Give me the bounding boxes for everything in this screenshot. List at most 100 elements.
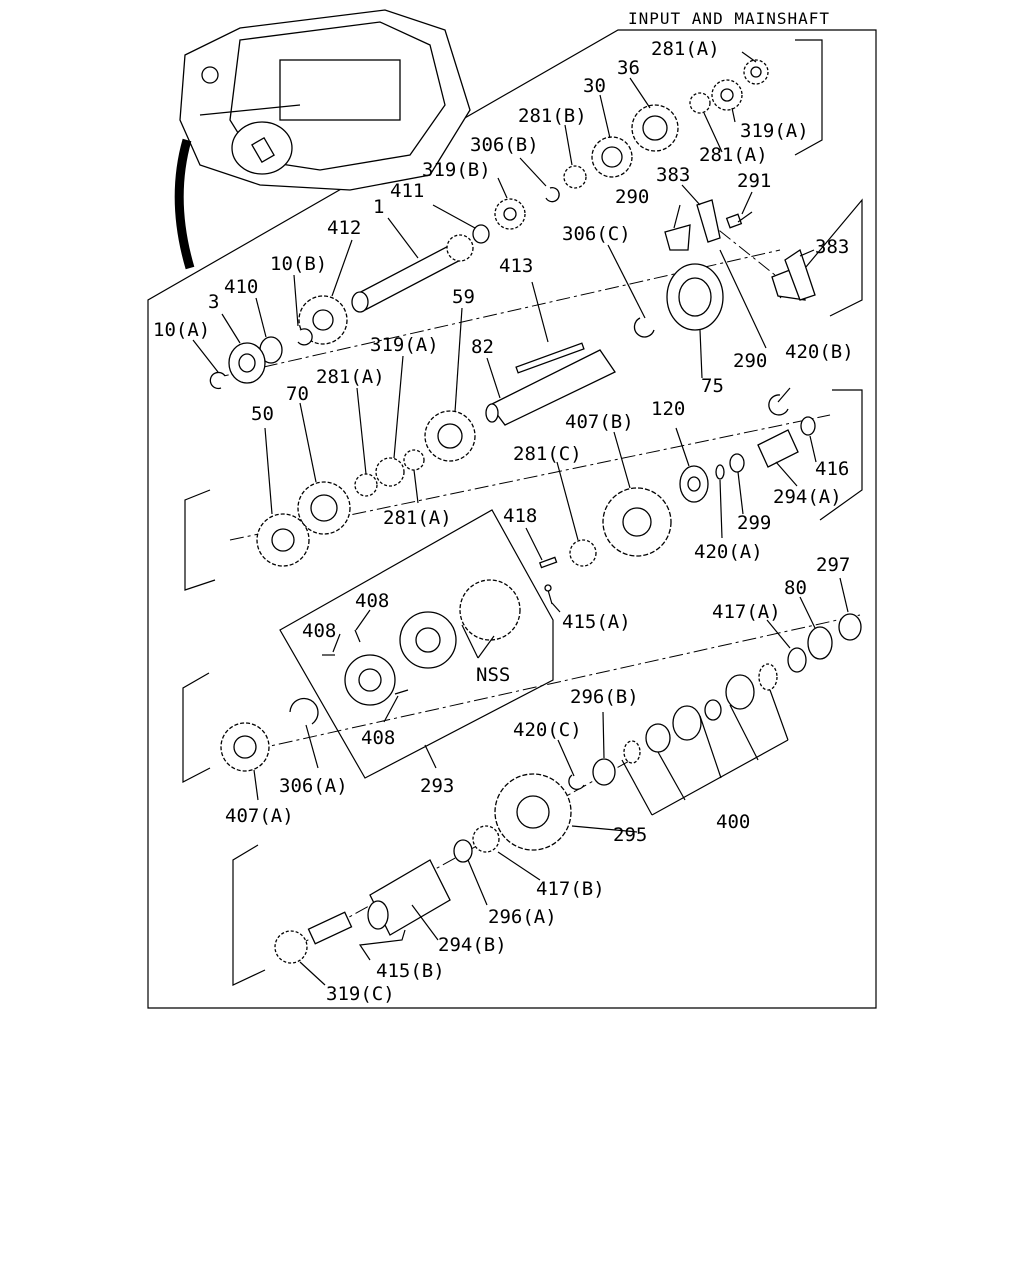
- washer-416: [800, 416, 816, 436]
- callout-408-bot: 408: [361, 727, 395, 749]
- gear-30: [591, 136, 633, 178]
- callout-417b: 417(B): [536, 878, 605, 900]
- callout-labels: 281(A) 36 30 281(B) 319(A) 281(A) 306(B)…: [153, 38, 854, 1005]
- gear-70: [297, 481, 351, 535]
- callout-410: 410: [224, 276, 258, 298]
- callout-82: 82: [471, 336, 494, 358]
- bearing-411: [472, 224, 490, 244]
- callout-80: 80: [784, 577, 807, 599]
- countershaft-294b: [367, 859, 451, 936]
- callout-408-left: 408: [302, 620, 336, 642]
- callout-281a-top2: 281(A): [699, 144, 768, 166]
- gear-319a-top: [711, 79, 743, 111]
- gear-319c: [274, 930, 308, 964]
- input-shaft-1: [351, 234, 474, 313]
- shaft-415b: [307, 911, 353, 945]
- race-400b: [725, 674, 755, 710]
- pin-415a: [544, 584, 553, 605]
- callout-383-top: 383: [656, 164, 690, 186]
- washer-296b: [592, 758, 616, 786]
- gear-281b: [563, 165, 587, 189]
- callout-296a: 296(A): [488, 906, 557, 928]
- callout-294b: 294(B): [438, 934, 507, 956]
- pin-408: [322, 629, 409, 695]
- callout-306c: 306(C): [562, 223, 631, 245]
- gear-295: [494, 773, 572, 851]
- callout-407a: 407(A): [225, 805, 294, 827]
- callout-281a-top: 281(A): [651, 38, 720, 60]
- gear-407b: [602, 487, 672, 557]
- callout-nss: NSS: [476, 664, 510, 686]
- bearing-80: [807, 626, 833, 660]
- gear-319b: [494, 198, 526, 230]
- callout-293: 293: [420, 775, 454, 797]
- callout-306b: 306(B): [470, 134, 539, 156]
- snap-ring-306a: [289, 697, 319, 725]
- callout-299: 299: [737, 512, 771, 534]
- callout-416: 416: [815, 458, 849, 480]
- callout-50: 50: [251, 403, 274, 425]
- snap-ring-306b: [545, 187, 560, 203]
- callout-415a: 415(A): [562, 611, 631, 633]
- callout-59: 59: [452, 286, 475, 308]
- bearing-400a: [758, 663, 778, 691]
- pin-418: [538, 556, 558, 569]
- callout-295: 295: [613, 824, 647, 846]
- callout-319b: 319(B): [422, 159, 491, 181]
- gear-36: [631, 104, 679, 152]
- callout-10a: 10(A): [153, 319, 210, 341]
- callout-306a: 306(A): [279, 775, 348, 797]
- callout-290-top: 290: [615, 186, 649, 208]
- guide-lines: [182, 39, 863, 986]
- gear-281a-top2: [689, 92, 711, 114]
- callout-383-right: 383: [815, 236, 849, 258]
- ring-420c: [568, 774, 585, 790]
- callout-3: 3: [208, 291, 219, 313]
- callout-291: 291: [737, 170, 771, 192]
- shift-fork-383-right: [784, 248, 816, 301]
- ring-10b: [297, 328, 313, 346]
- bearing-75: [666, 263, 724, 331]
- synchro-assembly-293: [344, 579, 521, 706]
- diagram-frame: [147, 29, 877, 1009]
- washer-299: [729, 453, 745, 473]
- callout-400: 400: [716, 811, 750, 833]
- mainshaft-82: [485, 342, 616, 426]
- race-417a: [787, 647, 807, 673]
- leader-lines: [192, 51, 849, 986]
- gear-281a-mid: [354, 473, 378, 497]
- gear-50: [256, 513, 310, 567]
- callout-10b: 10(B): [270, 253, 327, 275]
- callout-408-top: 408: [355, 590, 389, 612]
- callout-319a-top: 319(A): [740, 120, 809, 142]
- callout-70: 70: [286, 383, 309, 405]
- bearing-120: [679, 465, 709, 503]
- ring-420a: [715, 464, 725, 480]
- callout-415b: 415(B): [376, 960, 445, 982]
- callout-412: 412: [327, 217, 361, 239]
- gear-319a-mid: [375, 457, 405, 487]
- callout-296b: 296(B): [570, 686, 639, 708]
- bearing-417b: [472, 825, 500, 853]
- callout-420b: 420(B): [785, 341, 854, 363]
- parts: [209, 59, 862, 964]
- ring-10a: [209, 371, 226, 390]
- callout-281b: 281(B): [518, 105, 587, 127]
- callout-413: 413: [499, 255, 533, 277]
- race-400d: [672, 705, 702, 741]
- callout-420a: 420(A): [694, 541, 763, 563]
- callout-420c: 420(C): [513, 719, 582, 741]
- callout-290-mid: 290: [733, 350, 767, 372]
- shoe-290-top: [664, 224, 691, 251]
- callout-75: 75: [701, 375, 724, 397]
- callout-281a-mid: 281(A): [316, 366, 385, 388]
- gear-407a: [220, 722, 270, 772]
- callout-319c: 319(C): [326, 983, 395, 1005]
- callout-418: 418: [503, 505, 537, 527]
- gear-281a-top: [743, 59, 769, 85]
- ring-420b: [768, 394, 789, 416]
- gear-281a-low: [403, 449, 425, 471]
- bearing-294a: [757, 429, 799, 468]
- callout-1: 1: [373, 196, 384, 218]
